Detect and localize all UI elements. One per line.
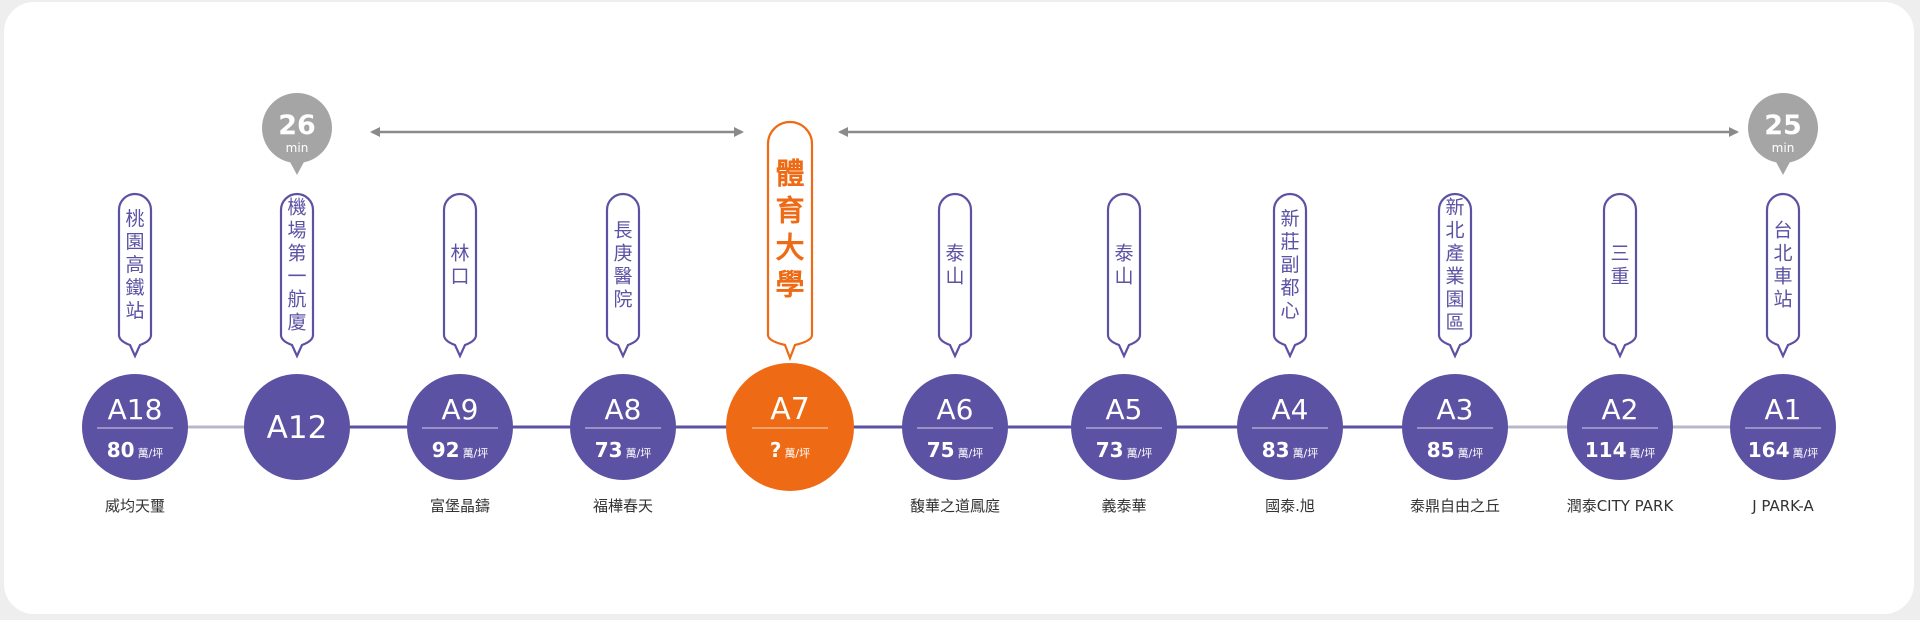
station-code: A4 [1272,393,1309,426]
project-name: J PARK-A [1751,497,1814,515]
badge-pointer [289,160,305,175]
project-name: 威均天璽 [105,497,165,515]
station-code: A8 [605,393,642,426]
station-circle [726,363,854,491]
station-name-bubble [1272,192,1308,359]
project-name: 義泰華 [1101,497,1146,515]
station-name: 桃園高鐵站 [125,208,144,322]
project-name: 福樺春天 [593,497,653,515]
station-code: A3 [1437,393,1474,426]
badge-minutes: 26 [278,110,316,141]
station-code: A18 [108,393,163,426]
station-name-bubble [937,192,973,359]
station-circle [1730,374,1836,480]
station-code: A1 [1765,393,1802,426]
station-name-bubble [1602,192,1638,359]
project-name: 潤泰CITY PARK [1567,497,1675,515]
station-name: 新莊副都心 [1280,208,1299,322]
badge-unit: min [1772,141,1795,155]
station-name-bubble [1106,192,1142,359]
station-name: 長庚醫院 [613,219,632,310]
project-name: 馥華之道鳳庭 [910,497,1000,515]
station-name-bubble [605,192,641,359]
station-name: 台北車站 [1773,219,1792,310]
station-circle [1237,374,1343,480]
station-code: A5 [1106,393,1143,426]
station-circle [407,374,513,480]
station-circle [1071,374,1177,480]
station-name: 新北產業園區 [1445,196,1464,333]
badge-pointer [1775,160,1791,175]
station-name: 三重 [1610,242,1629,287]
station-code: A9 [442,393,479,426]
project-name: 泰鼎自由之丘 [1410,497,1500,515]
station-code: A7 [770,392,810,427]
station-circle [82,374,188,480]
station-price: ?萬/坪 [770,438,810,462]
station-code: A2 [1602,393,1639,426]
station-circle [1402,374,1508,480]
badge-circle [262,93,332,163]
station-code: A12 [267,410,328,446]
station-circle [902,374,1008,480]
badge-unit: min [286,141,309,155]
station-name-bubble [766,120,814,362]
badge-minutes: 25 [1764,110,1802,141]
station-name: 泰山 [1114,242,1133,287]
project-name: 富堡晶鑄 [430,497,490,515]
station-name: 林口 [450,242,469,287]
station-name: 體育大學 [775,156,804,301]
station-name-bubble [1437,192,1473,359]
station-name: 泰山 [945,242,964,287]
station-name-bubble [279,192,315,359]
station-a12[interactable]: 機場第一航廈 A12 [244,192,350,480]
station-name-bubble [117,192,153,359]
station-name: 機場第一航廈 [287,196,306,333]
station-name-bubble [1765,192,1801,359]
station-code: A6 [937,393,974,426]
badge-circle [1748,93,1818,163]
station-name-bubble [442,192,478,359]
station-circle [570,374,676,480]
station-circle [1567,374,1673,480]
station-circle [244,374,350,480]
project-name: 國泰.旭 [1265,497,1315,515]
station-a7[interactable]: 體育大學 A7 ?萬/坪 [726,120,854,491]
